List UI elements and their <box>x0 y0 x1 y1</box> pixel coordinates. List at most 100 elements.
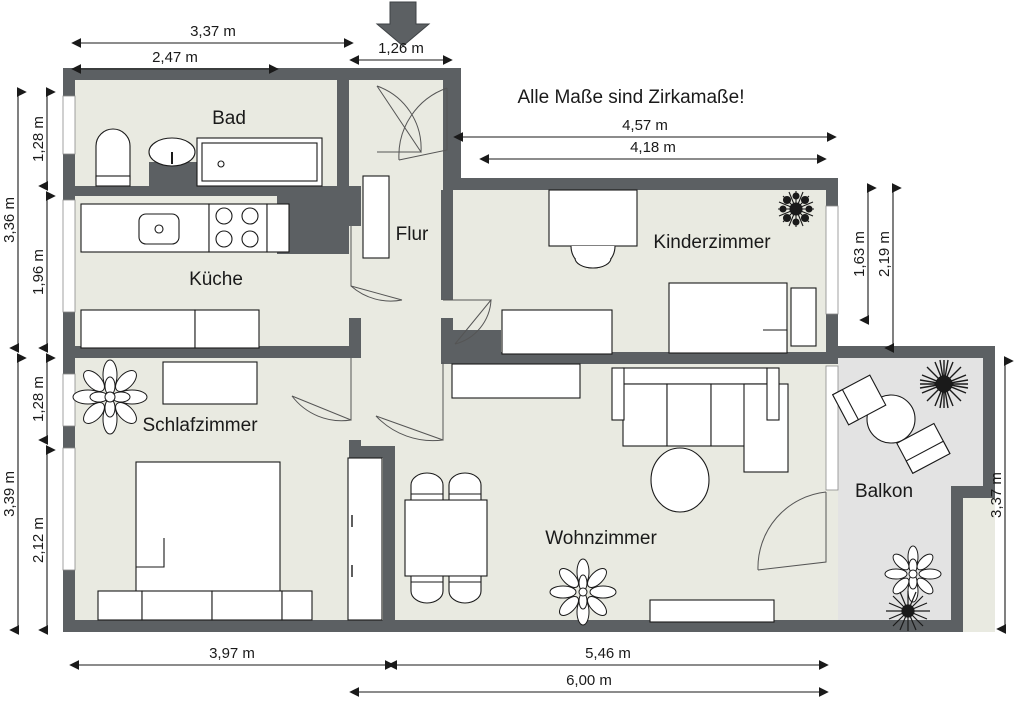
dimlabel-3-97: 3,97 m <box>209 645 255 662</box>
wall-entry-right-jamb <box>443 68 461 190</box>
bathtub-drain <box>217 160 225 168</box>
wall-wohn-left <box>383 446 395 632</box>
kids-bed <box>668 282 788 354</box>
kids-room-furniture <box>501 189 817 355</box>
sofa-seat-2 <box>666 383 712 447</box>
wall-bad-right <box>337 80 349 196</box>
bedroom-furniture <box>97 361 313 621</box>
room-label-kinderzimmer: Kinderzimmer <box>653 232 771 253</box>
plant-kinderzimmer <box>778 191 814 227</box>
dimlabel-3-39: 3,39 m <box>1 471 18 517</box>
window-schlaf-lower <box>62 447 76 571</box>
door-schlaf-arc <box>291 395 352 422</box>
window-kinderzimmer <box>825 205 839 315</box>
dimlabel-1-63: 1,63 m <box>851 231 868 277</box>
living-sideboard <box>451 363 581 399</box>
room-label-balkon: Balkon <box>855 481 913 502</box>
sofa-seat-1 <box>622 383 668 447</box>
wall-bottom <box>63 620 963 632</box>
furniture <box>80 128 951 623</box>
kitchen-fixtures <box>80 203 290 349</box>
bed-bench-left <box>141 590 213 621</box>
wall-flur-left-mid <box>349 318 361 358</box>
plant-balcony-top <box>919 359 969 409</box>
wall-top-left <box>63 68 449 80</box>
dimlabel-2-12: 2,12 m <box>30 517 47 563</box>
dining-chair-tr <box>448 472 482 501</box>
wall-top-right <box>449 178 838 190</box>
dimlabel-1-28a: 1,28 m <box>30 116 47 162</box>
kitchen-cabinet-right <box>194 309 260 349</box>
wall-flur-right-upper <box>441 190 453 300</box>
door-kinder-arc <box>454 299 492 345</box>
bed-side-table-left <box>97 590 143 621</box>
window-kueche <box>62 199 76 313</box>
balcony-chair-right <box>896 422 951 475</box>
door-kueche-arc <box>350 285 403 302</box>
kids-nightstand <box>790 287 817 347</box>
room-label-schlafzimmer: Schlafzimmer <box>142 415 258 436</box>
living-room-furniture <box>347 363 789 623</box>
burner-1 <box>215 207 233 225</box>
room-labels: Bad Küche Flur Kinderzimmer Schlafzimmer… <box>142 108 913 549</box>
door-wohn-arc <box>375 415 444 442</box>
dining-chair-bl <box>410 575 444 604</box>
dimlabel-6-00: 6,00 m <box>566 672 612 689</box>
wall-balcony-right-lower <box>951 486 963 632</box>
double-bed <box>135 461 281 609</box>
dining-chair-tl <box>410 472 444 501</box>
bathroom-fixtures <box>95 128 323 188</box>
bed-duvet-fold <box>136 538 165 568</box>
balcony-chair-right-back <box>905 440 951 475</box>
door-flur-arc <box>398 87 448 161</box>
plant-balcony-bottom-leafy <box>884 545 942 603</box>
kids-bed-pillow <box>763 329 788 353</box>
toilet-icon <box>95 128 131 181</box>
bed-bench-right <box>211 590 283 621</box>
plant-balcony-bottom-spiky <box>886 591 930 631</box>
doors <box>291 85 827 571</box>
burner-4 <box>241 230 259 248</box>
sofa-chaise <box>743 383 789 473</box>
room-label-kueche: Küche <box>189 269 243 290</box>
counter-right <box>266 203 290 253</box>
bed-side-table-right <box>281 590 313 621</box>
dimlabel-top-3-37: 3,37 m <box>190 23 236 40</box>
wall-kueche-schlaf <box>63 346 349 358</box>
door-entrance-arc <box>376 85 422 153</box>
plants <box>72 191 969 631</box>
balcony-chair-left-back <box>831 388 860 426</box>
dimlabel-top-2-47: 2,47 m <box>152 49 198 66</box>
entrance-arrow-icon <box>375 1 431 47</box>
windows <box>62 95 839 571</box>
plant-wohnzimmer <box>549 558 617 626</box>
balcony-chair-left <box>831 374 887 426</box>
dimlabel-1-96: 1,96 m <box>30 249 47 295</box>
dining-chair-br <box>448 575 482 604</box>
plant-schlafzimmer <box>72 359 148 435</box>
kids-chair-seat <box>574 257 612 269</box>
dimension-labels: 3,37 m 2,47 m 1,26 m 4,57 m 4,18 m 3,36 … <box>1 23 1005 689</box>
hall-furniture <box>362 175 390 259</box>
dining-chair-backs <box>411 493 481 583</box>
kitchen-cabinet-left <box>80 309 196 349</box>
wall-balcony-top <box>826 346 995 358</box>
bedroom-dresser <box>162 361 258 405</box>
dimlabel-1-28b: 1,28 m <box>30 376 47 422</box>
wall-balcony-right-upper <box>983 346 995 498</box>
dimlabel-4-57: 4,57 m <box>622 117 668 134</box>
dining-table <box>404 499 488 577</box>
wall-flur-left-upper <box>349 186 361 226</box>
dimlabel-3-37: 3,37 m <box>988 472 1005 518</box>
dimlabel-5-46: 5,46 m <box>585 645 631 662</box>
door-flur-leaf <box>398 88 448 161</box>
wall-bad-kueche <box>75 186 347 196</box>
room-label-flur: Flur <box>396 224 429 245</box>
living-wardrobe <box>347 457 383 621</box>
tv-lowboard <box>649 599 775 623</box>
dimlabel-4-18: 4,18 m <box>630 139 676 156</box>
plan-note: Alle Maße sind Zirkamaße! <box>517 87 744 108</box>
kids-desk <box>548 189 638 247</box>
